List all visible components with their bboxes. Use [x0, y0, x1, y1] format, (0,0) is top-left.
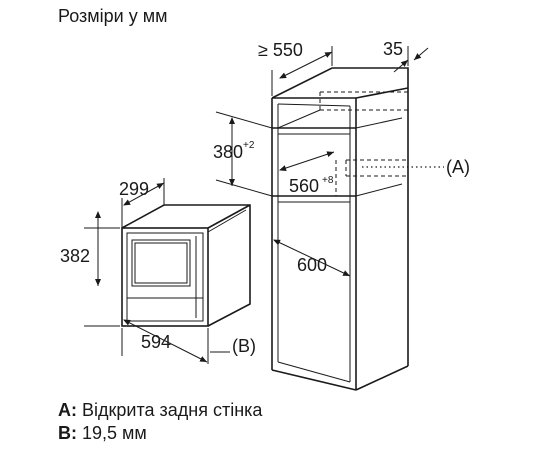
legend-b-text: 19,5 мм [77, 423, 147, 443]
diagram-title: Розміри у мм [58, 6, 168, 26]
oven-depth-dimension-line [123, 182, 165, 206]
cabinet-width-label: 600 [297, 255, 327, 275]
marker-b: (B) [232, 336, 256, 356]
cabinet-gap-label: 35 [383, 39, 403, 59]
legend-a: A: Відкрита задня стінка [58, 400, 262, 421]
oven-width-dimension-line [123, 319, 208, 363]
cabinet-width-dimension-line [273, 239, 351, 277]
oven-depth-label: 299 [119, 179, 149, 199]
niche-width-dimension-line [279, 151, 335, 171]
marker-a: (A) [446, 157, 470, 177]
niche-height-label: 380 [213, 142, 243, 162]
cabinet-depth-label: ≥ 550 [258, 40, 303, 60]
niche-height-tolerance: +2 [243, 140, 255, 151]
cabinet-depth-dimension-line [279, 51, 333, 79]
legend-b: B: 19,5 мм [58, 423, 147, 444]
legend-a-text: Відкрита задня стінка [77, 400, 263, 420]
niche-width-label: 560 [289, 176, 319, 196]
oven-height-label: 382 [60, 246, 90, 266]
cabinet-gap-dimension-line [413, 47, 429, 61]
niche-width-tolerance: +8 [322, 175, 334, 186]
oven-drawing [121, 204, 251, 327]
legend-b-key: B: [58, 423, 77, 443]
oven-width-label: 594 [141, 332, 171, 352]
cabinet-drawing [271, 67, 409, 391]
oven-window [131, 239, 191, 287]
legend-a-key: A: [58, 400, 77, 420]
